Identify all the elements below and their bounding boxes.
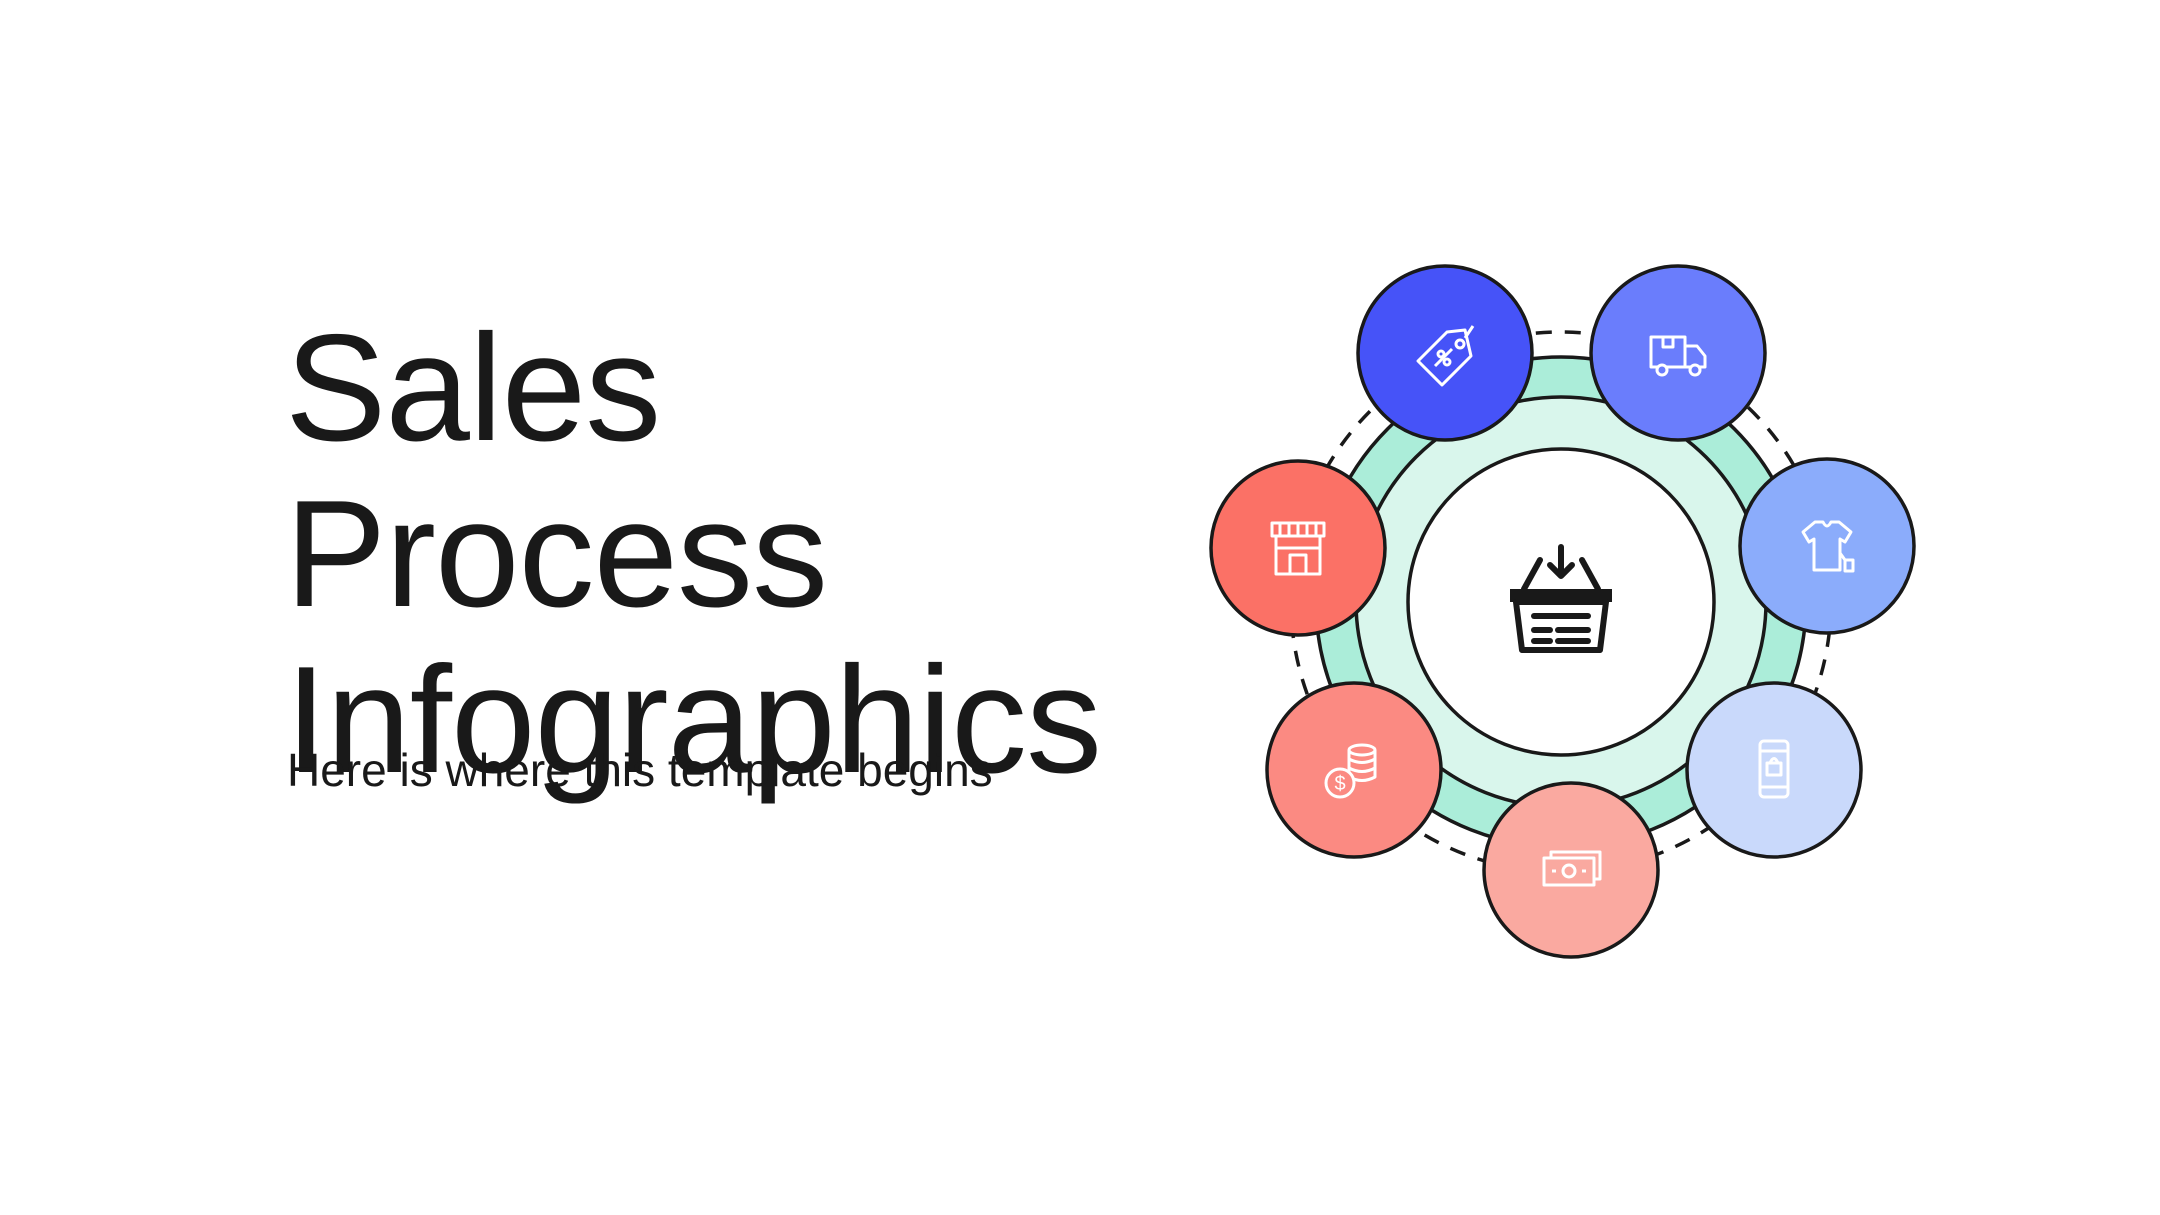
- slide-title-line: Infographics: [285, 635, 1102, 805]
- svg-text:$: $: [1334, 773, 1345, 795]
- sales-process-cycle-diagram: $: [1209, 264, 1916, 959]
- price-tag-icon: [1416, 325, 1475, 387]
- slide-title-line: Process: [285, 469, 828, 639]
- process-node-7: [1209, 459, 1387, 637]
- process-node-2: [1589, 264, 1767, 442]
- delivery-truck-icon: [1649, 335, 1707, 377]
- storefront-icon: [1270, 521, 1326, 576]
- process-node-5: [1482, 781, 1660, 959]
- t-shirt-icon: [1801, 520, 1855, 573]
- cash-money-icon: [1542, 850, 1602, 887]
- process-node-1: [1356, 264, 1534, 442]
- process-node-6: $: [1265, 681, 1443, 859]
- process-node-4: [1685, 681, 1863, 859]
- slide-subtitle: Here is where this template begins: [287, 744, 993, 796]
- process-node-3: [1738, 457, 1916, 635]
- slide-title: Sales Process Infographics: [285, 303, 1102, 805]
- coins-dollar-icon: $: [1324, 743, 1377, 799]
- shopping-basket-icon: [1510, 544, 1612, 653]
- slide-title-line: Sales: [285, 303, 661, 473]
- mobile-shopping-icon: [1758, 739, 1790, 799]
